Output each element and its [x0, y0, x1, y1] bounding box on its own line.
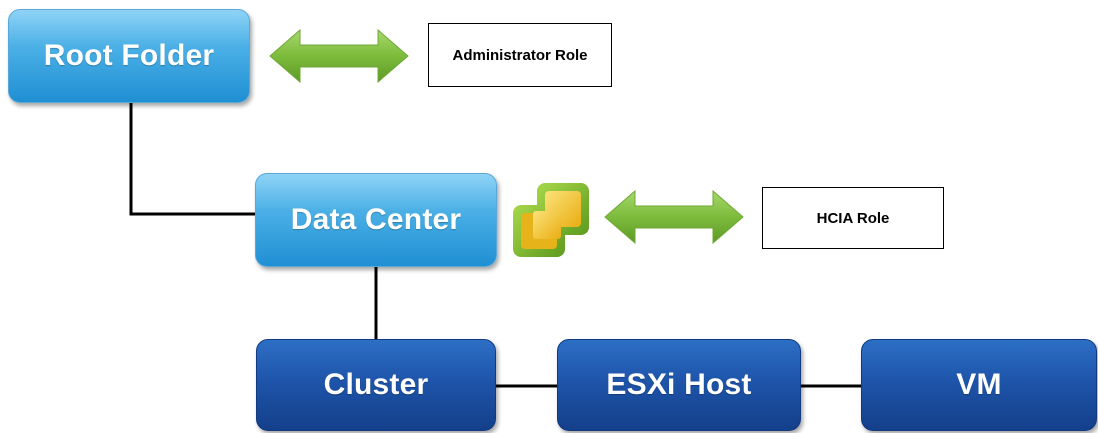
root-folder-node: Root Folder [8, 9, 250, 103]
cluster-label: Cluster [323, 368, 429, 401]
esxi-host-label: ESXi Host [606, 368, 752, 401]
administrator-role-box: Administrator Role [428, 23, 612, 87]
vsphere-logo-icon [513, 183, 589, 257]
vm-label: VM [956, 368, 1002, 401]
administrator-role-label: Administrator Role [452, 46, 588, 64]
vm-node: VM [861, 339, 1097, 431]
hcia-role-label: HCIA Role [816, 209, 890, 227]
double-headed-arrow-icon [604, 189, 744, 245]
root-folder-label: Root Folder [43, 39, 215, 72]
data-center-node: Data Center [255, 173, 497, 267]
data-center-label: Data Center [290, 203, 462, 236]
esxi-host-node: ESXi Host [557, 339, 801, 431]
double-headed-arrow-icon [269, 28, 409, 84]
connector-root-to-datacenter [129, 103, 255, 216]
cluster-node: Cluster [256, 339, 496, 431]
hcia-role-box: HCIA Role [762, 187, 944, 249]
